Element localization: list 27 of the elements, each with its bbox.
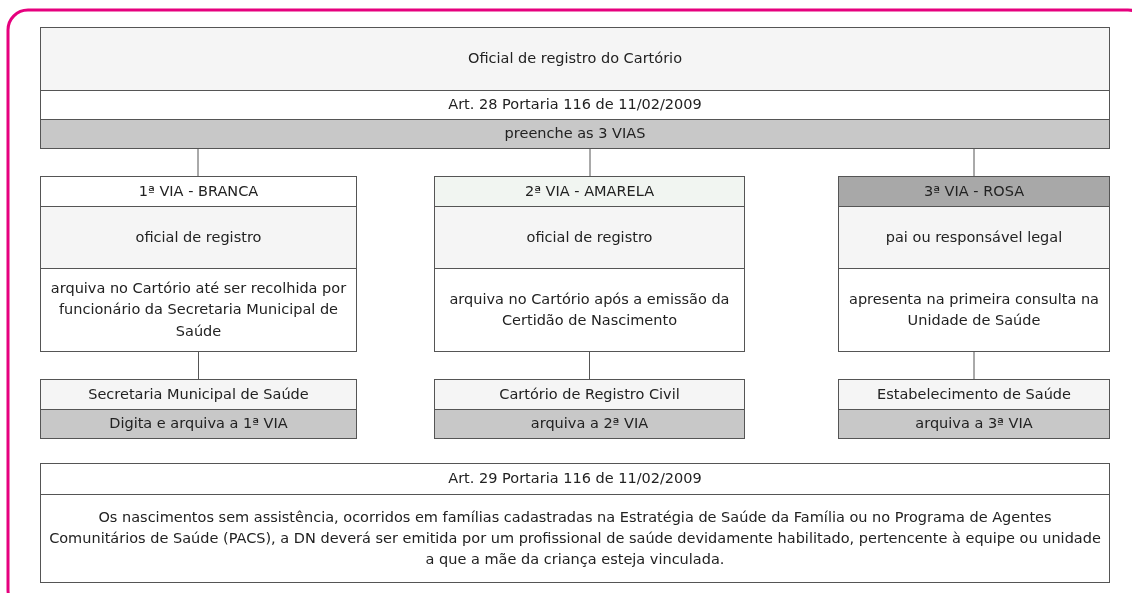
connector-line [589, 148, 591, 177]
connector-line [973, 148, 975, 177]
card [434, 379, 745, 439]
action-band: arquiva a 3ª VIA [839, 409, 1109, 438]
role-band: oficial de registro [435, 206, 744, 268]
card [40, 379, 357, 439]
place-band: Cartório de Registro Civil [435, 380, 744, 409]
connector-line [589, 351, 590, 380]
connector-line [198, 351, 199, 380]
action-band: arquiva a 2ª VIA [435, 409, 744, 438]
title-band: Oficial de registro do Cartório [41, 28, 1109, 90]
header-band: 3ª VIA - ROSA [839, 177, 1109, 206]
card [838, 176, 1110, 352]
card [40, 27, 1110, 149]
header-band: 2ª VIA - AMARELA [435, 177, 744, 206]
card [40, 176, 357, 352]
connector-line [197, 148, 199, 177]
card [434, 176, 745, 352]
role-band: pai ou responsável legal [839, 206, 1109, 268]
action-band: Digita e arquiva a 1ª VIA [41, 409, 356, 438]
card [40, 463, 1110, 583]
card [838, 379, 1110, 439]
role-band: oficial de registro [41, 206, 356, 268]
place-band: Estabelecimento de Saúde [839, 380, 1109, 409]
connector-line [973, 351, 975, 380]
place-band: Secretaria Municipal de Saúde [41, 380, 356, 409]
action-band: preenche as 3 VIAS [41, 119, 1109, 148]
